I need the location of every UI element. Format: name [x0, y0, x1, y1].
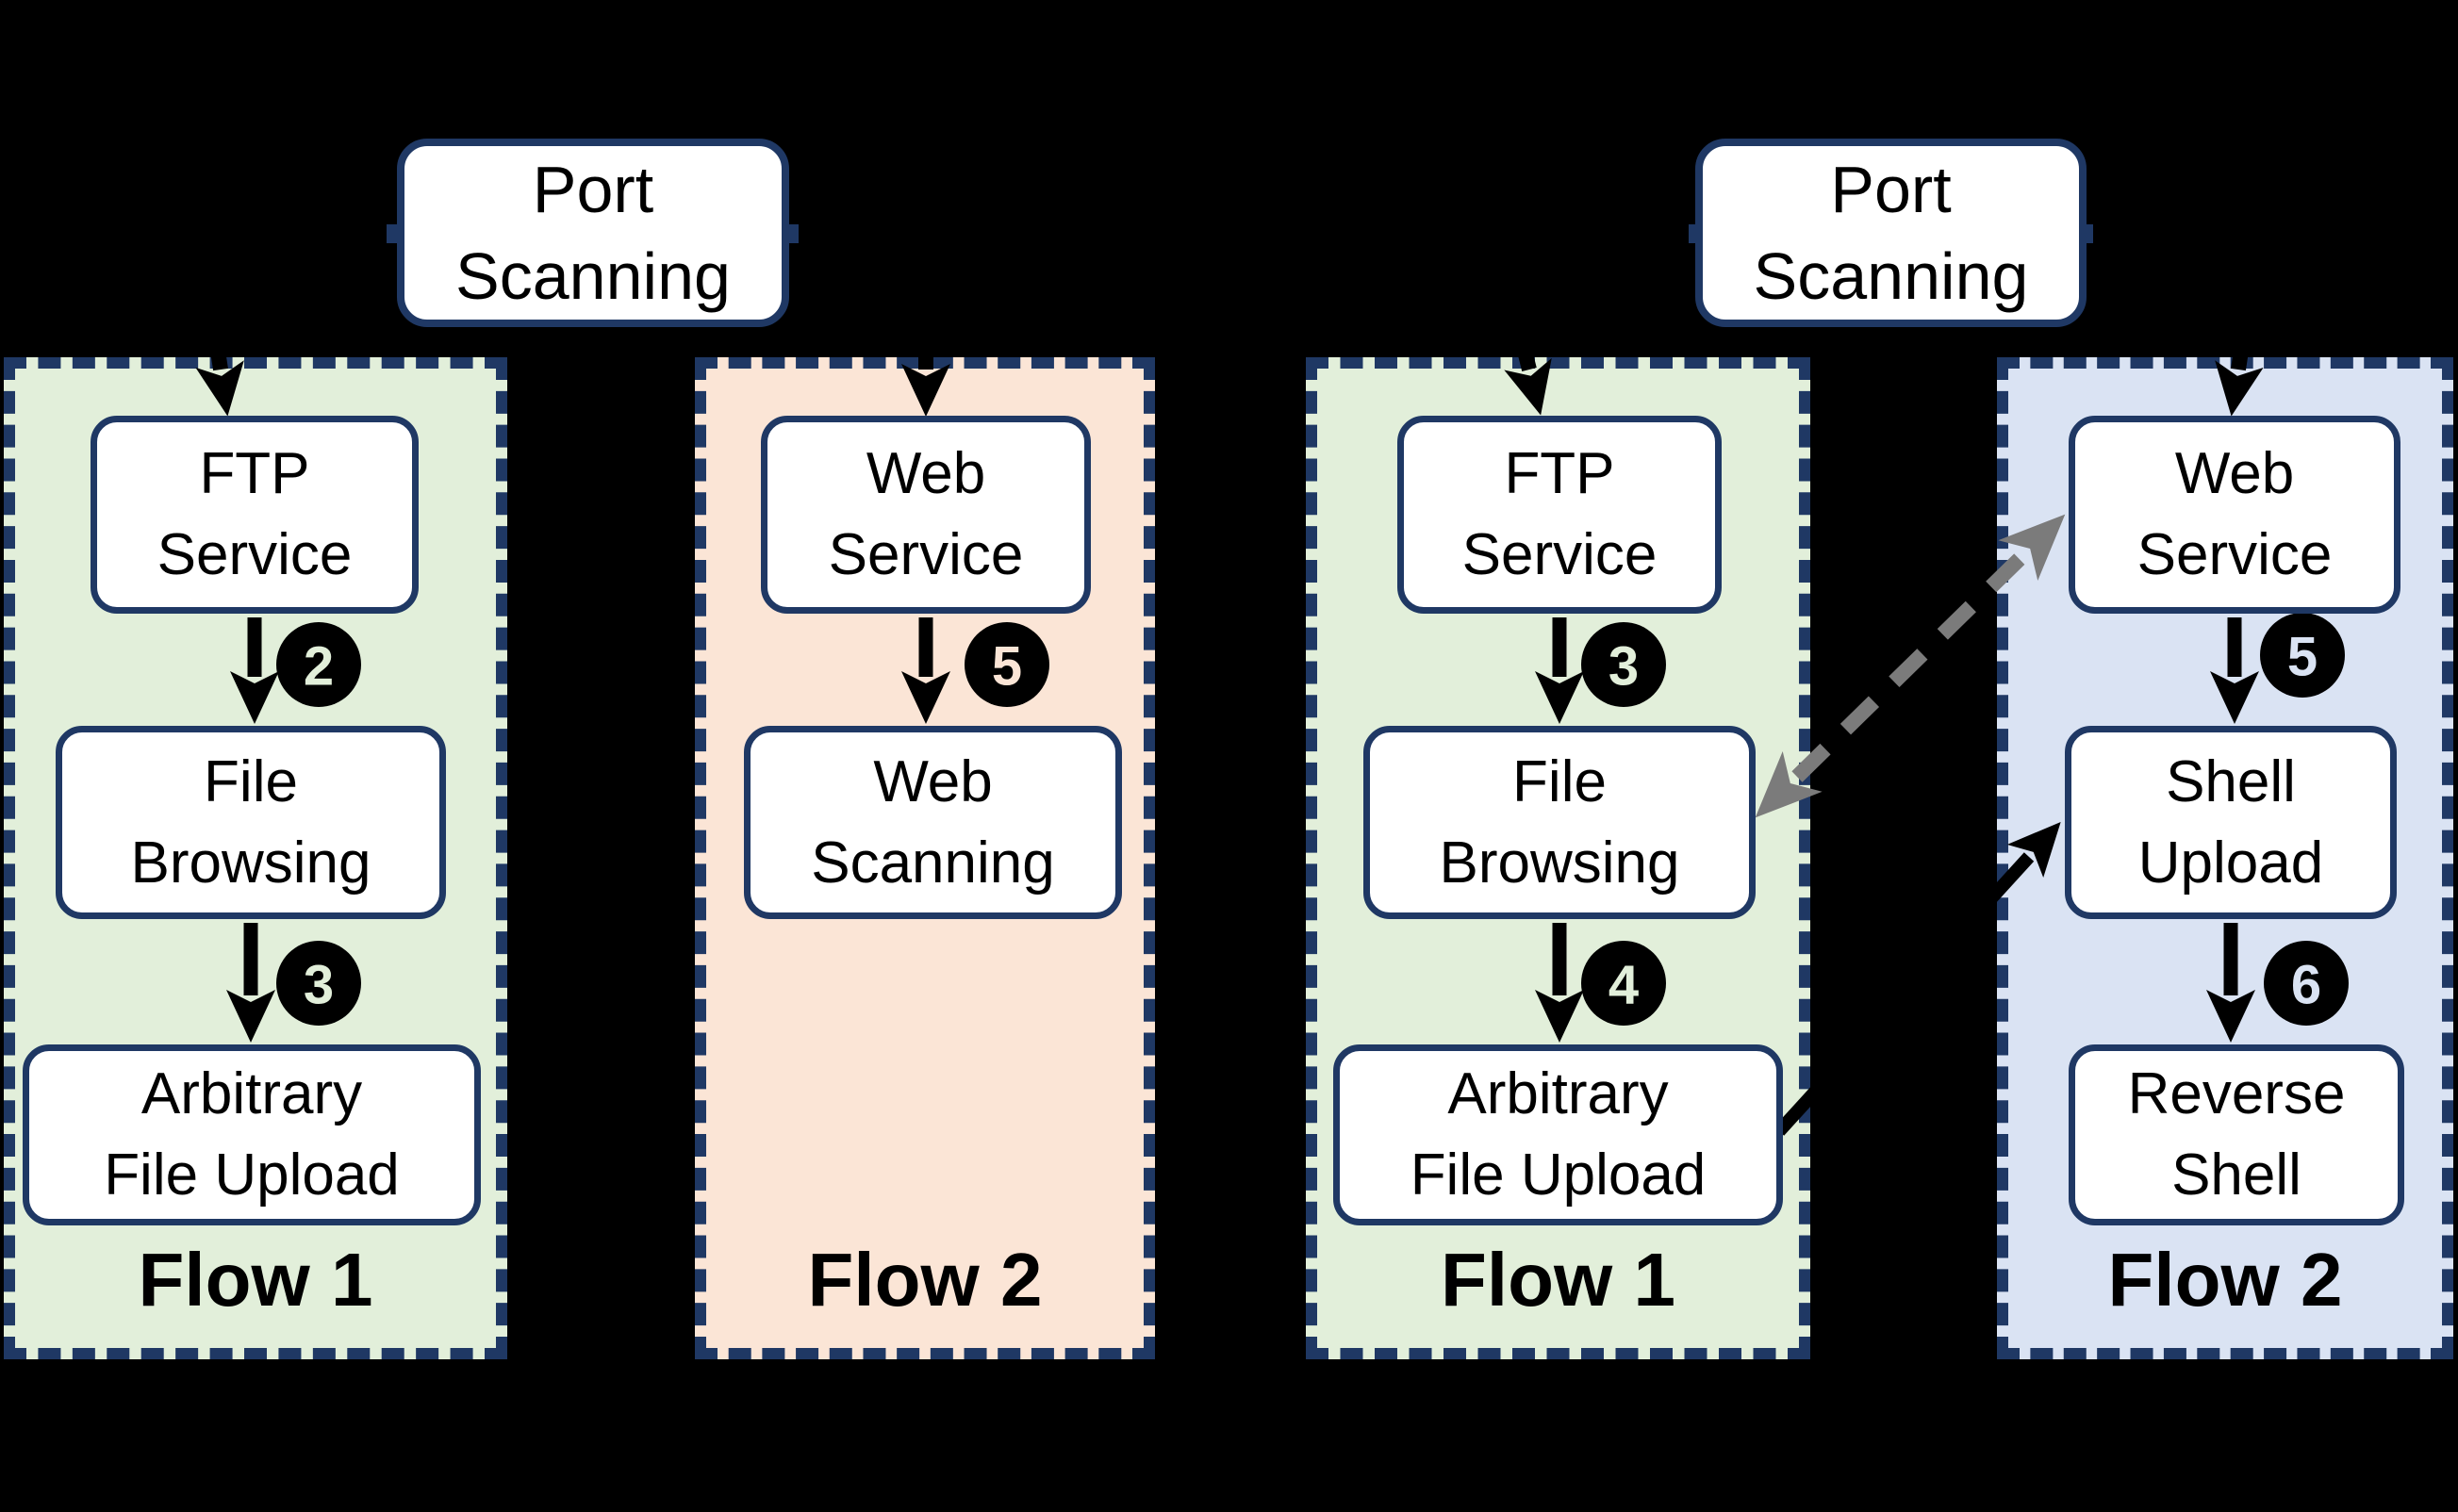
arrow-upload-to-shellupload-cross: [1773, 822, 2061, 1136]
node-label-line: Service: [2136, 522, 2333, 587]
connector-stub: [387, 224, 400, 243]
node-arbitrary-file-upload-left: Arbitrary File Upload: [23, 1044, 481, 1225]
node-file-browsing-right: File Browsing: [1363, 726, 1756, 919]
node-label-line: Reverse: [2127, 1061, 2346, 1126]
step-badge-5-left: 5: [965, 622, 1049, 707]
arrow-portscan-to-ftp-left: [195, 330, 244, 417]
port-scanning-label-line: Scanning: [455, 239, 731, 313]
port-scanning-label-line: Scanning: [1753, 239, 2029, 313]
node-label-line: File: [1512, 748, 1607, 814]
node-file-browsing-left: File Browsing: [56, 726, 446, 919]
node-label-line: File: [204, 748, 298, 814]
node-label-line: FTP: [1504, 441, 1615, 506]
node-label-line: File Upload: [104, 1142, 400, 1208]
step-badge-4-right: 4: [1581, 941, 1666, 1026]
arrow-filebrowsing-webservice-dashed: [1755, 514, 2066, 818]
node-web-service-right: Web Service: [2069, 416, 2400, 614]
node-label-line: Web: [2174, 441, 2295, 506]
node-label-line: Web: [866, 441, 986, 506]
node-label-line: Service: [157, 522, 353, 587]
node-reverse-shell-right: Reverse Shell: [2069, 1044, 2404, 1225]
port-scanning-box-right: Port Scanning: [1695, 139, 2087, 327]
step-badge-number: 5: [992, 636, 1022, 698]
node-ftp-service-left: FTP Service: [91, 416, 419, 614]
flow1-label-right: Flow 1: [1441, 1238, 1675, 1322]
step-badge-number: 3: [1608, 636, 1639, 698]
step-badge-5-right: 5: [2260, 613, 2345, 698]
port-scanning-label-line: Port: [1830, 153, 1952, 226]
node-shell-upload-right: Shell Upload: [2065, 726, 2397, 919]
node-label-line: Shell: [2166, 748, 2296, 814]
node-label-line: Shell: [2171, 1142, 2301, 1208]
node-label-line: Browsing: [1439, 830, 1680, 896]
node-web-service-left: Web Service: [761, 416, 1091, 614]
step-badge-number: 3: [304, 955, 334, 1016]
port-scanning-label-line: Port: [532, 153, 654, 226]
node-label-line: Service: [1461, 522, 1658, 587]
node-label-line: Scanning: [811, 830, 1055, 896]
node-label-line: Web: [873, 748, 993, 814]
node-web-scanning-left: Web Scanning: [744, 726, 1122, 919]
step-badge-2-left: 2: [276, 622, 361, 707]
step-badge-number: 6: [2291, 955, 2321, 1016]
step-badge-number: 2: [304, 636, 334, 698]
node-ftp-service-right: FTP Service: [1397, 416, 1722, 614]
arrow-portscan-to-ftp-right: [1504, 330, 1552, 416]
flow2-label-left: Flow 2: [807, 1238, 1043, 1322]
node-label-line: FTP: [199, 441, 310, 506]
node-label-line: Browsing: [130, 830, 371, 896]
step-badge-number: 4: [1608, 955, 1639, 1016]
step-badge-3-left: 3: [276, 941, 361, 1026]
step-badge-3-right: 3: [1581, 622, 1666, 707]
step-badge-number: 5: [2287, 627, 2318, 688]
step-badge-6-right: 6: [2264, 941, 2349, 1026]
node-label-line: File Upload: [1410, 1142, 1707, 1208]
node-label-line: Upload: [2137, 830, 2324, 896]
node-arbitrary-file-upload-right: Arbitrary File Upload: [1333, 1044, 1783, 1225]
node-label-line: Arbitrary: [1447, 1061, 1669, 1126]
node-label-line: Service: [828, 522, 1024, 587]
flow2-label-right: Flow 2: [2107, 1238, 2343, 1322]
arrow-portscan-to-webservice-right: [2215, 330, 2264, 417]
flow1-label-left: Flow 1: [138, 1238, 373, 1322]
port-scanning-box-left: Port Scanning: [397, 139, 789, 327]
node-label-line: Arbitrary: [140, 1061, 363, 1126]
